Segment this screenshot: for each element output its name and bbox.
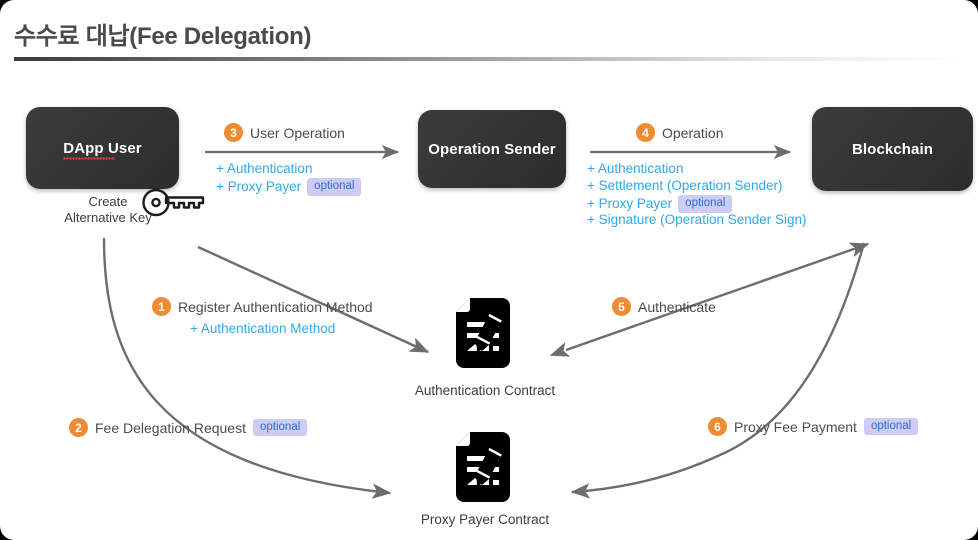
step-4-number: 4 (636, 123, 655, 142)
step-4-detail-1-text: + Authentication (587, 161, 684, 176)
proxy-payer-contract-caption: Proxy Payer Contract (420, 512, 550, 527)
step-4-label[interactable]: 4 Operation (636, 123, 723, 142)
step-2-text: Fee Delegation Request (95, 419, 246, 436)
create-alternative-key-caption: Create Alternative Key (48, 194, 168, 227)
step-3-detail-2-badge: optional (307, 178, 362, 196)
arrow-step-2 (102, 237, 392, 499)
key-caption-line-1: Create (88, 194, 128, 209)
node-operation-sender[interactable]: Operation Sender (418, 110, 566, 188)
step-3-number: 3 (224, 123, 243, 142)
authentication-contract-icon[interactable] (456, 298, 510, 368)
arrow-step-6 (570, 242, 866, 499)
step-2-badge: optional (253, 418, 308, 437)
step-4-detail-2-text: + Settlement (Operation Sender) (587, 178, 783, 193)
step-3-detail-1: + Authentication (216, 161, 312, 176)
step-2-label[interactable]: 2 Fee Delegation Request optional (69, 418, 308, 437)
step-4-detail-3: + Proxy Payer optional (587, 195, 733, 213)
step-2-number: 2 (69, 418, 88, 437)
node-dapp-user[interactable]: DApp User (26, 107, 179, 189)
node-dapp-user-label: DApp User (63, 139, 142, 160)
step-5-text: Authenticate (638, 298, 716, 315)
step-1-number: 1 (152, 297, 171, 316)
step-1-detail-1-text: + Authentication Method (190, 321, 336, 336)
step-4-detail-1: + Authentication (587, 161, 683, 176)
step-4-detail-3-text: + Proxy Payer (587, 196, 673, 212)
step-5-label[interactable]: 5 Authenticate (612, 297, 716, 316)
step-4-detail-4-text: + Signature (Operation Sender Sign) (587, 212, 807, 227)
page-title: 수수료 대납(Fee Delegation) (14, 23, 312, 50)
node-blockchain-label: Blockchain (851, 140, 934, 158)
step-4-text: Operation (662, 124, 724, 141)
step-3-detail-1-text: + Authentication (216, 161, 313, 176)
step-3-detail-2: + Proxy Payer optional (216, 178, 362, 196)
step-1-detail-1: + Authentication Method (190, 321, 335, 336)
step-5-number: 5 (612, 297, 631, 316)
title-divider (14, 57, 964, 61)
step-1-text: Register Authentication Method (178, 298, 373, 315)
node-blockchain[interactable]: Blockchain (812, 107, 973, 191)
authentication-contract-caption: Authentication Contract (414, 383, 556, 398)
step-4-detail-3-badge: optional (678, 195, 733, 213)
step-1-label[interactable]: 1 Register Authentication Method (152, 297, 373, 316)
step-6-number: 6 (708, 417, 727, 436)
step-4-detail-2: + Settlement (Operation Sender) (587, 178, 782, 193)
step-3-text: User Operation (250, 124, 345, 141)
key-caption-line-2: Alternative Key (64, 210, 152, 226)
step-4-detail-4: + Signature (Operation Sender Sign) (587, 212, 807, 227)
step-6-badge: optional (863, 417, 919, 436)
step-6-text: Proxy Fee Payment (734, 418, 857, 435)
step-6-label[interactable]: 6 Proxy Fee Payment optional (708, 417, 919, 436)
proxy-payer-contract-icon[interactable] (456, 432, 510, 502)
step-3-label[interactable]: 3 User Operation (224, 123, 345, 142)
node-operation-sender-label: Operation Sender (428, 140, 556, 158)
step-3-detail-2-text: + Proxy Payer (216, 179, 302, 195)
